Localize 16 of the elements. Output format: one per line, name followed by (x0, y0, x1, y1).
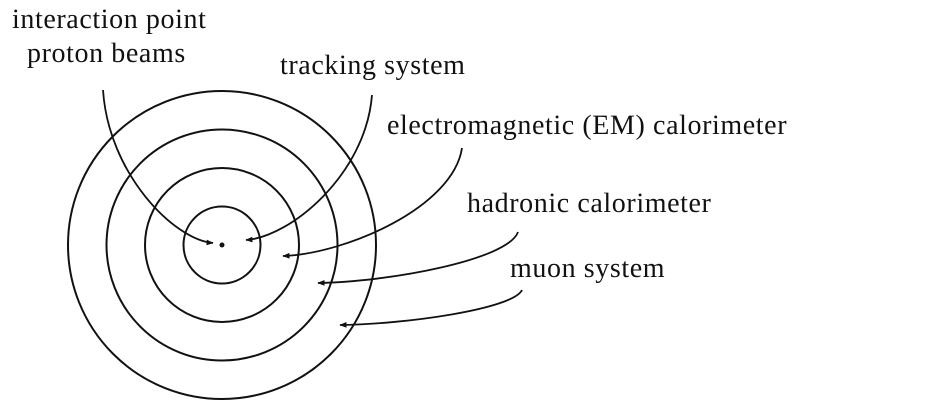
ring-outline (144, 167, 300, 323)
leader-arrow (317, 232, 519, 286)
leader-arrow (282, 148, 463, 258)
leader-arrow (245, 94, 373, 242)
ring-outline (182, 206, 262, 284)
leader-arrow (339, 289, 523, 328)
ring-outline (67, 90, 377, 400)
ring-outline (106, 128, 338, 362)
center-dot (220, 242, 224, 248)
label-text: tracking system (280, 52, 466, 80)
label-text: hadronic calorimeter (467, 190, 712, 218)
label-text: electromagnetic (EM) calorimeter (387, 112, 788, 140)
leader-arrow (102, 90, 214, 245)
label-text: muon system (510, 255, 666, 283)
label-text: interaction point (12, 6, 206, 34)
label-text: proton beams (27, 40, 187, 68)
